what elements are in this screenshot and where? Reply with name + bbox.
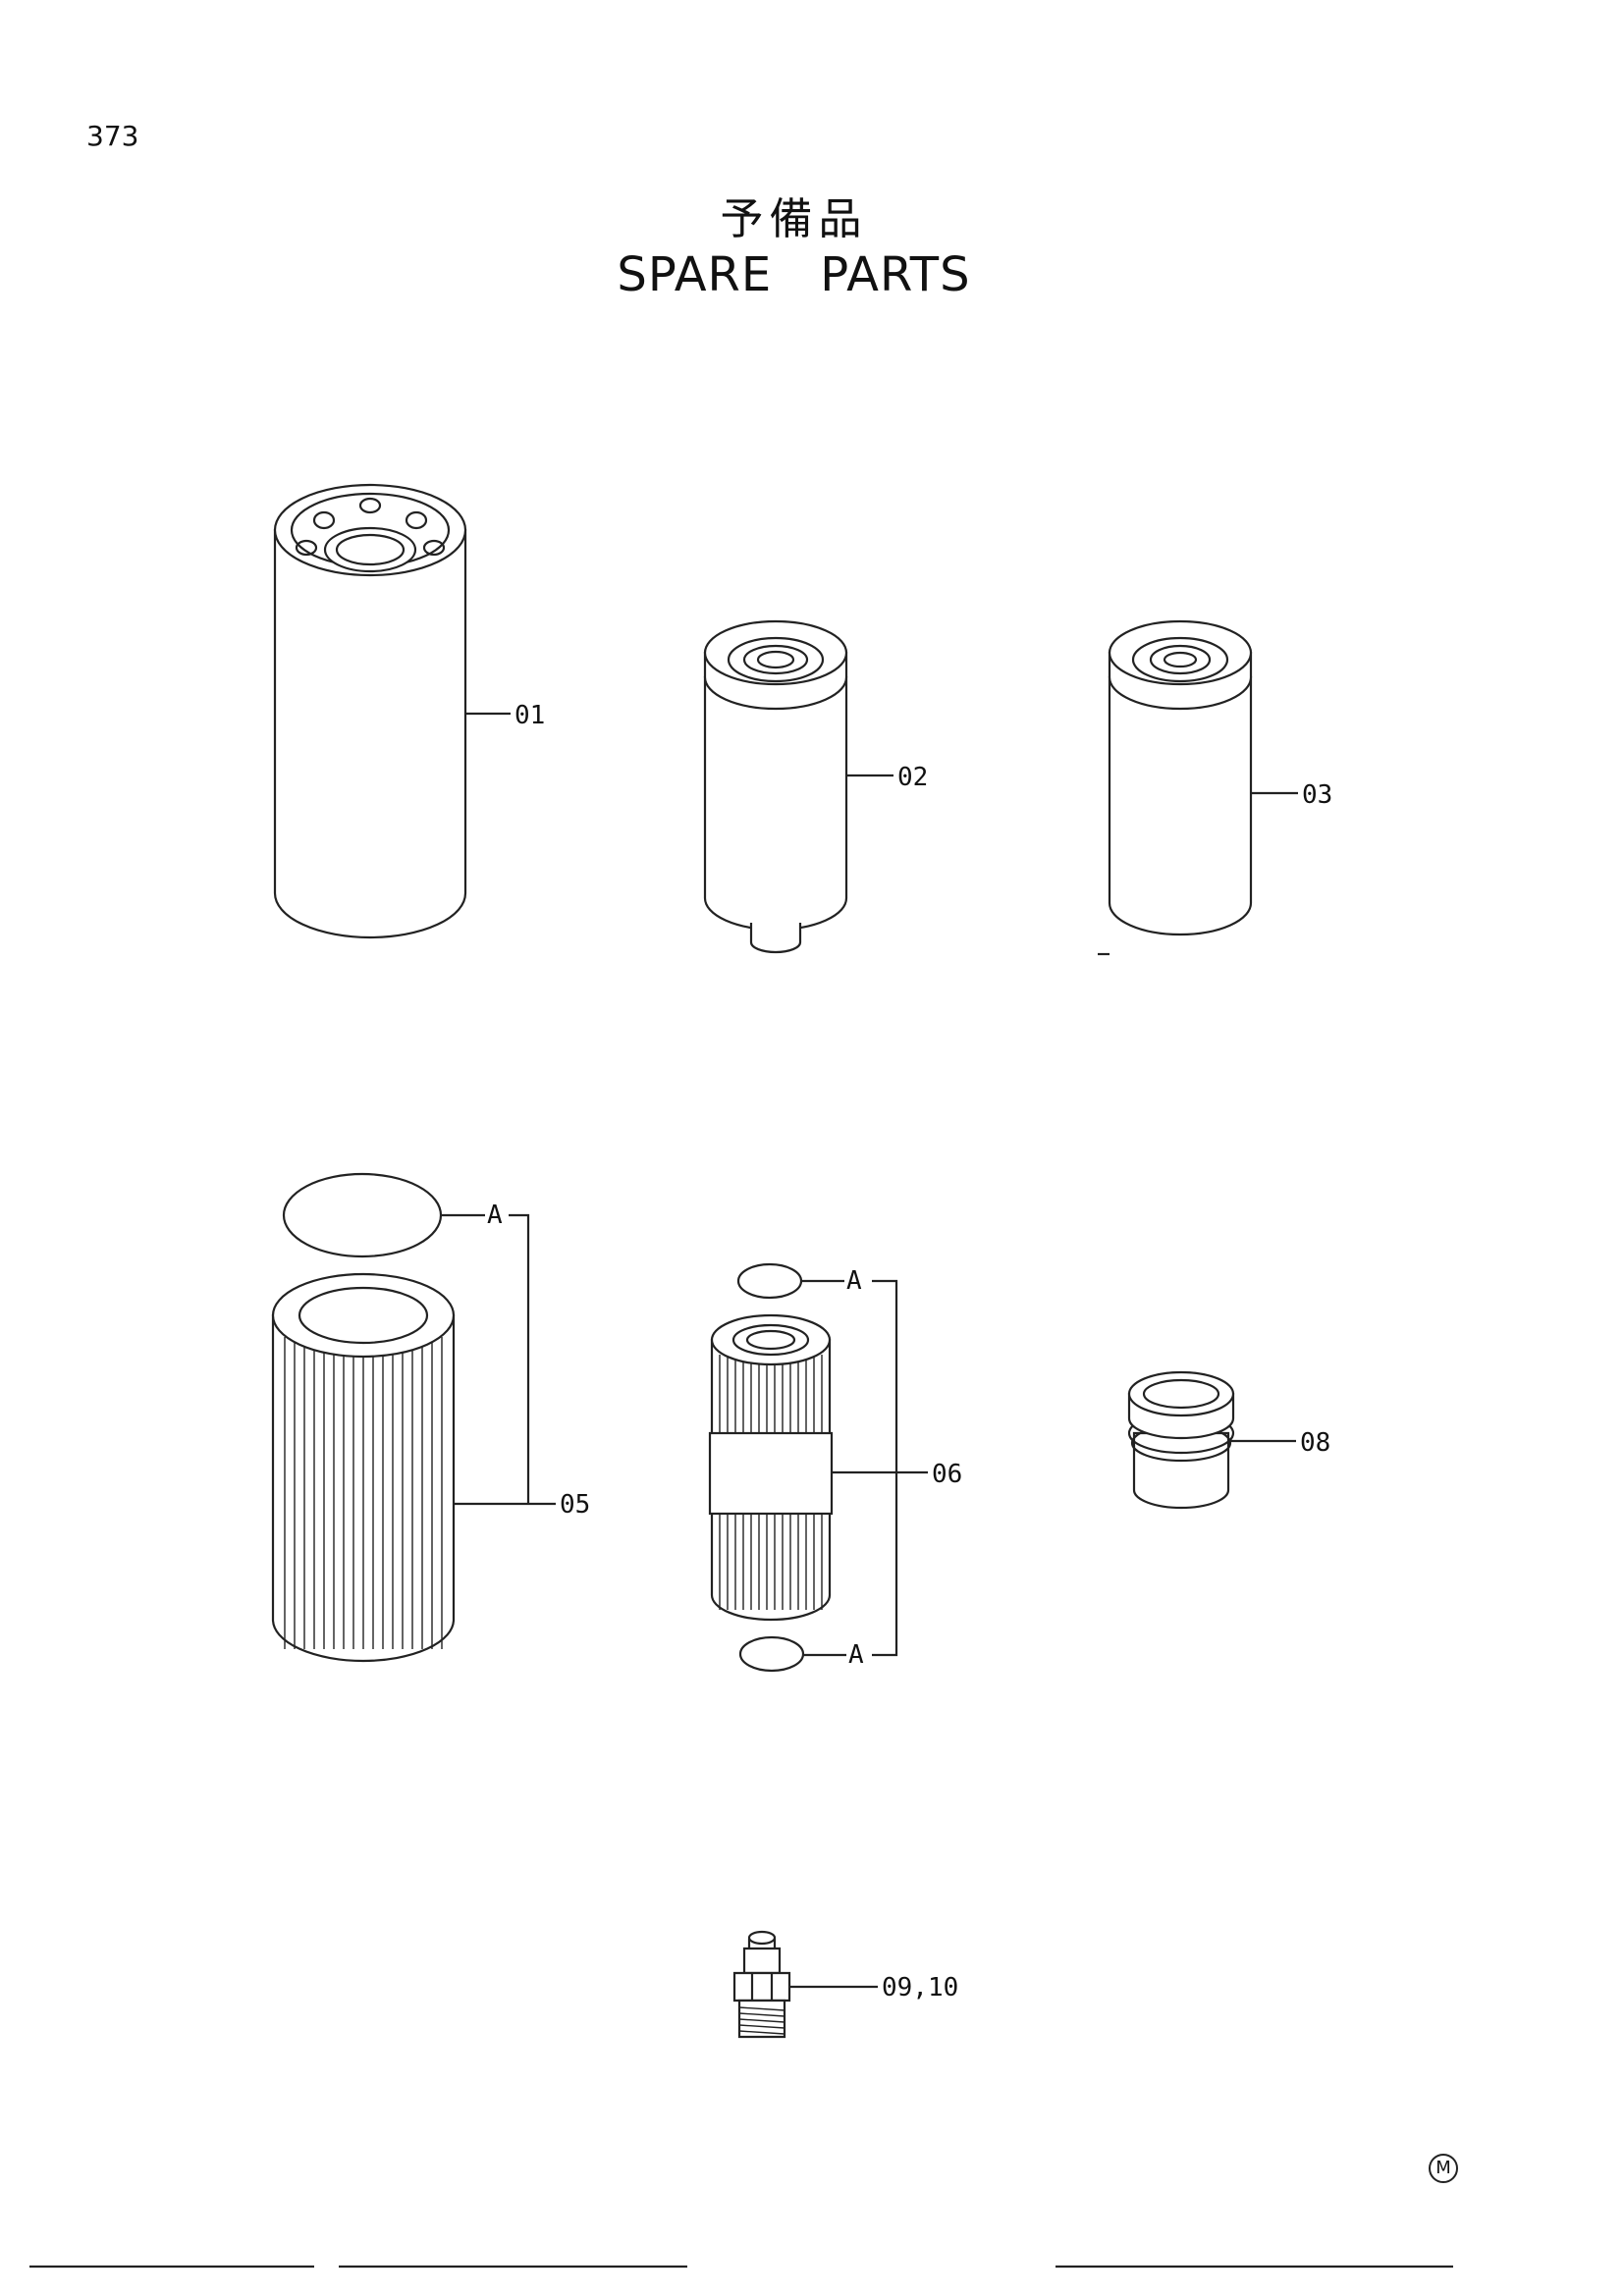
thread-line	[738, 2030, 785, 2035]
thread-line	[738, 2024, 785, 2029]
part-06-element-drawing	[708, 1262, 928, 1673]
callout-a-part-05: A	[487, 1201, 503, 1230]
thread-line	[738, 2018, 785, 2023]
callout-03: 03	[1302, 780, 1333, 810]
part-09-10-nipple-drawing	[732, 1930, 878, 2039]
thread-line	[738, 2006, 785, 2011]
manual-mark-badge: M	[1429, 2154, 1458, 2183]
callout-a-part-06-bottom: A	[848, 1640, 864, 1670]
part-08-cap-drawing	[1127, 1370, 1296, 1510]
callout-05: 05	[560, 1490, 591, 1520]
thread-line	[738, 2012, 785, 2017]
page-title-japanese: 予備品	[720, 194, 868, 244]
page-number: 373	[86, 120, 139, 152]
part-05-element-drawing	[271, 1172, 556, 1663]
part-01-filter-drawing	[273, 483, 511, 939]
part-02-filter-drawing	[703, 619, 893, 954]
page-title: SPARE PARTS	[617, 247, 971, 302]
callout-08: 08	[1300, 1428, 1331, 1458]
callout-09-10: 09,10	[882, 1973, 959, 2002]
callout-06: 06	[932, 1460, 963, 1489]
callout-02: 02	[897, 763, 929, 792]
callout-01: 01	[514, 701, 546, 730]
callout-a-part-06-top: A	[846, 1266, 862, 1296]
part-03-filter-drawing	[1098, 619, 1298, 956]
